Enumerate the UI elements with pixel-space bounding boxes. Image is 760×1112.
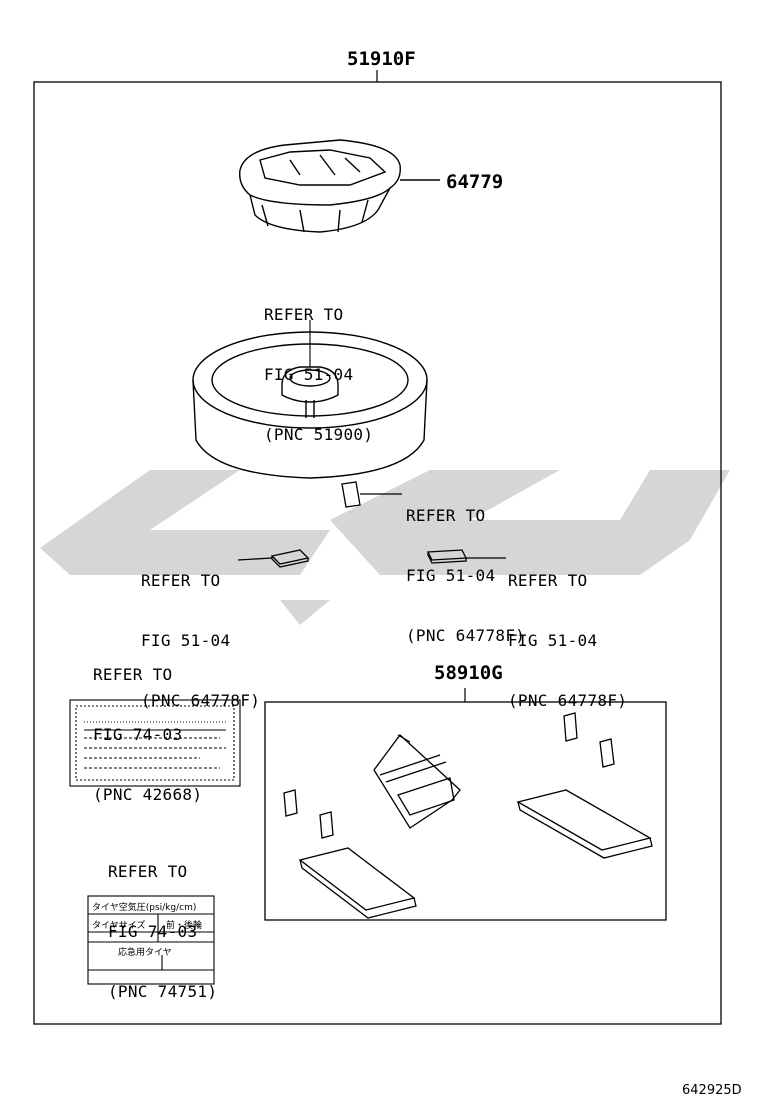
label-74751-line-3: 前・後輪 — [166, 921, 203, 931]
spare-tire — [192, 320, 428, 479]
refer-label-pnc-42668: REFER TO FIG 74-03 (PNC 42668) — [93, 625, 202, 825]
fig-line: FIG 74-03 — [93, 725, 183, 744]
refer-line: REFER TO — [141, 571, 221, 590]
spacer-64778f-right — [426, 549, 506, 564]
assembly-number-sub: 58910G — [434, 662, 503, 684]
label-74751-line-4: 応急用タイヤ — [118, 948, 172, 958]
refer-line: REFER TO — [508, 571, 588, 590]
sub-assembly-parts — [283, 712, 653, 919]
fig-line: FIG 74-03 — [108, 922, 198, 941]
watermark — [40, 470, 730, 625]
refer-line: REFER TO — [406, 506, 486, 525]
pnc-line: (PNC 64778F) — [406, 626, 526, 645]
fig-line: FIG 51-04 — [406, 566, 496, 585]
refer-label-pnc-64778f-right: REFER TO FIG 51-04 (PNC 64778F) — [508, 531, 627, 731]
pnc-line: (PNC 74751) — [108, 982, 218, 1001]
fig-line: FIG 51-04 — [264, 365, 354, 384]
caution-label-42668 — [69, 699, 241, 787]
pnc-line: (PNC 64778F) — [141, 691, 261, 710]
jack-holder-64779 — [239, 139, 440, 233]
refer-label-pnc-64778f-top: REFER TO FIG 51-04 (PNC 64778F) — [406, 466, 525, 666]
refer-line: REFER TO — [93, 665, 173, 684]
refer-label-pnc-51900: REFER TO FIG 51-04 (PNC 51900) — [264, 265, 373, 465]
pnc-line: (PNC 42668) — [93, 785, 203, 804]
assembly-number-main: 51910F — [347, 48, 416, 70]
sub-assembly-frame — [264, 701, 667, 921]
fig-line: FIG 51-04 — [141, 631, 231, 650]
refer-label-pnc-74751: REFER TO FIG 74-03 (PNC 74751) — [108, 822, 217, 1022]
refer-label-pnc-64778f-left: REFER TO FIG 51-04 (PNC 64778F) — [141, 531, 260, 731]
pnc-line: (PNC 51900) — [264, 425, 374, 444]
fig-line: FIG 51-04 — [508, 631, 598, 650]
figure-code: 642925D — [682, 1083, 742, 1098]
refer-line: REFER TO — [108, 862, 188, 881]
tire-pressure-label-74751 — [87, 895, 215, 985]
spacer-64778f-top — [341, 481, 402, 508]
pnc-line: (PNC 64778F) — [508, 691, 628, 710]
spacer-64778f-left — [237, 549, 310, 568]
label-74751-line-1: タイヤ空気圧(psi/kg/cm) — [92, 903, 197, 913]
label-74751-line-2: タイヤサイズ — [92, 921, 146, 931]
refer-line: REFER TO — [264, 305, 344, 324]
part-number-64779: 64779 — [446, 171, 504, 193]
